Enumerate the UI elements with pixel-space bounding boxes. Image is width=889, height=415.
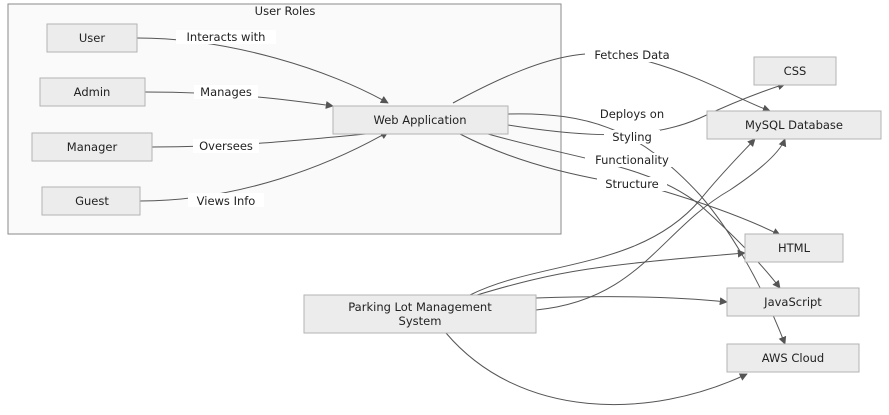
edge-webapp-aws <box>507 113 787 345</box>
label-functionality: Functionality <box>595 153 669 167</box>
edge-parking-javascript <box>535 296 728 306</box>
edge-guest-webapp <box>139 131 389 202</box>
label-fetches-data: Fetches Data <box>594 48 669 62</box>
node-mysql-database[interactable]: MySQL Database <box>706 110 882 140</box>
node-guest-label: Guest <box>75 194 109 208</box>
node-aws-cloud[interactable]: AWS Cloud <box>726 343 860 373</box>
node-admin[interactable]: Admin <box>39 77 146 107</box>
node-parking-label-line2: System <box>399 314 442 328</box>
edge-parking-mysql-1 <box>469 138 756 296</box>
label-views-info: Views Info <box>197 194 256 208</box>
label-deploys-on: Deploys on <box>600 107 664 121</box>
node-javascript-label: JavaScript <box>763 295 822 309</box>
node-aws-label: AWS Cloud <box>762 351 824 365</box>
node-css-label: CSS <box>784 64 807 78</box>
node-manager-label: Manager <box>67 140 118 154</box>
node-mysql-label: MySQL Database <box>745 118 843 132</box>
cluster-title: User Roles <box>255 4 316 18</box>
node-javascript[interactable]: JavaScript <box>726 287 860 317</box>
label-oversees: Oversees <box>199 139 253 153</box>
node-user-label: User <box>79 31 105 45</box>
node-html[interactable]: HTML <box>744 233 844 263</box>
label-styling: Styling <box>612 130 652 144</box>
node-html-label: HTML <box>778 241 811 255</box>
label-interacts-with: Interacts with <box>187 30 266 44</box>
node-guest[interactable]: Guest <box>41 186 141 216</box>
node-parking-lot-system[interactable]: Parking Lot Management System <box>303 294 537 334</box>
label-manages: Manages <box>200 85 252 99</box>
node-manager[interactable]: Manager <box>31 132 153 162</box>
edge-parking-mysql-2 <box>535 138 787 311</box>
edge-manager-webapp <box>151 128 389 148</box>
label-structure: Structure <box>605 177 659 191</box>
edge-labels: Interacts with Manages Oversees Views In… <box>176 30 679 208</box>
node-css[interactable]: CSS <box>753 56 837 86</box>
node-admin-label: Admin <box>74 85 111 99</box>
edge-webapp-css <box>507 82 786 136</box>
node-user[interactable]: User <box>46 23 138 53</box>
node-web-application[interactable]: Web Application <box>332 105 509 135</box>
edge-parking-html <box>476 249 746 296</box>
node-parking-label-line1: Parking Lot Management <box>348 300 492 314</box>
node-webapp-label: Web Application <box>374 113 467 127</box>
edge-user-webapp <box>136 37 389 104</box>
edge-parking-aws <box>445 332 748 406</box>
